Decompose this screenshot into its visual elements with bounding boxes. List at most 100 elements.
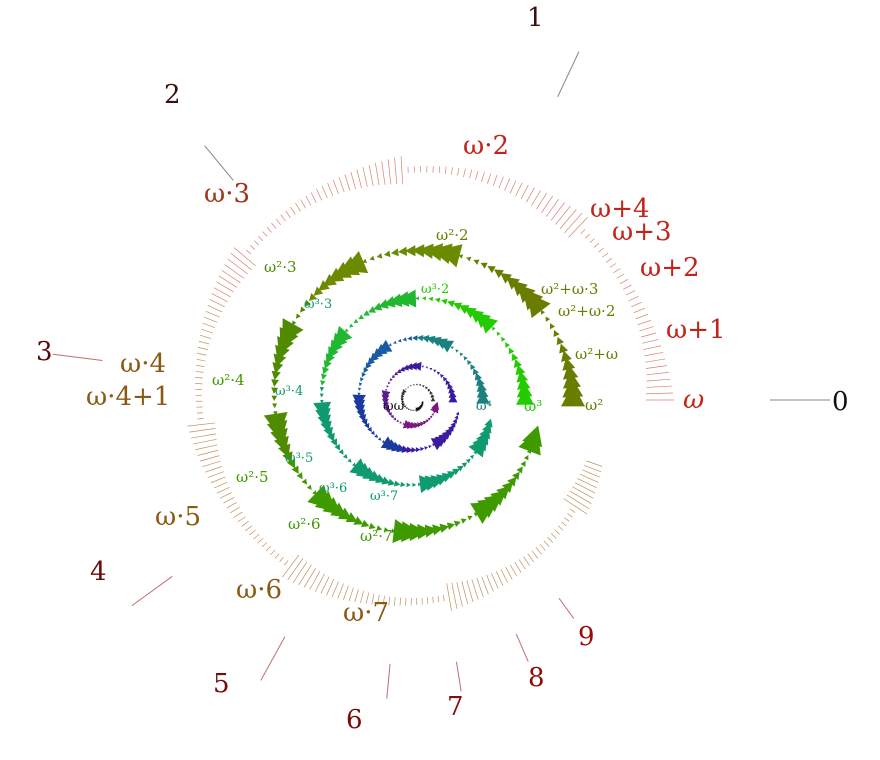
omega-tick <box>233 511 243 518</box>
omega-tick <box>582 469 600 478</box>
omega-inner-arrow <box>420 402 424 406</box>
omega-5th-arrow <box>391 374 396 379</box>
omega-cube-arrow <box>349 323 354 328</box>
omega-5th-arrow <box>396 368 402 373</box>
omega-sq-arrow <box>466 256 472 262</box>
label-omega-5: ω·5 <box>155 502 201 532</box>
omega-cube-arrow <box>394 480 401 487</box>
omega-5th-arrow <box>425 366 429 369</box>
omega-cube-arrow <box>434 297 441 303</box>
omega-cube-arrow <box>491 326 496 331</box>
omega-cube-arrow <box>415 296 419 301</box>
omega-cube-arrow <box>452 468 460 476</box>
omega-tick <box>463 168 466 178</box>
omega-tick <box>266 227 272 233</box>
omega-sq-arrow <box>271 395 278 401</box>
omega-cube-arrow <box>387 478 396 486</box>
omega-cube-arrow <box>323 359 332 369</box>
omega-tick <box>446 583 452 611</box>
omega-4th-arrow <box>358 382 363 387</box>
omega-4th-arrow <box>370 430 375 436</box>
label-3: 3 <box>36 337 53 367</box>
omega-5th-arrow <box>425 419 429 423</box>
omega-tick <box>523 556 530 566</box>
omega-tick <box>197 449 219 456</box>
omega-sq-arrow <box>337 507 352 520</box>
omega-tick <box>500 569 508 583</box>
omega-tick <box>360 590 364 604</box>
omega-tick <box>509 564 518 577</box>
omega-tick <box>237 516 246 523</box>
omega-4th-arrow <box>455 349 459 353</box>
omega-inner-arrow <box>415 383 418 386</box>
omega-tick <box>331 581 339 598</box>
label-omega-sq-7: ω²·7 <box>360 527 393 545</box>
omega-tick <box>253 534 260 540</box>
omega-4th-arrow <box>470 364 476 370</box>
omega-inner-arrow <box>400 395 405 399</box>
omega-5th-arrow <box>409 362 417 371</box>
omega-tick <box>631 301 642 308</box>
omega-tick <box>505 566 513 580</box>
omega-5th-arrow <box>414 422 420 429</box>
omega-tick <box>344 174 351 191</box>
omega-tick <box>609 262 617 268</box>
omega-sq-arrow <box>545 316 551 322</box>
omega-5th-arrow <box>399 366 406 372</box>
omega-sq-arrow <box>368 522 376 530</box>
omega-tick <box>642 338 659 344</box>
omega-cube-arrow <box>441 298 448 305</box>
omega-4th-arrow <box>364 422 370 429</box>
omega-5th-arrow <box>448 390 457 399</box>
omega-tick <box>195 370 204 373</box>
omega-tick <box>199 455 220 462</box>
omega-tick <box>580 229 586 235</box>
omega-tick <box>197 418 204 420</box>
omega-tick <box>362 167 368 187</box>
omega-sq-arrow <box>540 309 546 315</box>
finite-tick <box>386 663 391 699</box>
omega-tick <box>399 597 401 606</box>
omega-tick <box>249 245 255 250</box>
omega-cube-arrow <box>412 482 417 487</box>
omega-tick <box>343 585 349 600</box>
omega-4th-arrow <box>411 447 417 453</box>
omega-4th-arrow <box>357 392 361 396</box>
omega-tick <box>198 340 210 345</box>
omega-5th-arrow <box>412 361 422 371</box>
omega-cube-arrow <box>347 458 352 463</box>
omega-4th-arrow <box>393 340 397 344</box>
omega-tick <box>637 320 651 326</box>
omega-tick <box>275 218 281 226</box>
omega-tick <box>368 164 374 186</box>
omega-tick <box>209 299 225 308</box>
omega-sq-arrow <box>511 280 528 297</box>
label-omega-sq-3: ω²·3 <box>264 258 297 276</box>
omega-tick <box>557 525 564 531</box>
label-omega-cube-3: ω³·3 <box>304 297 332 312</box>
omega-tick <box>443 595 445 602</box>
omega-tick <box>400 156 404 185</box>
label-9: 9 <box>578 622 595 652</box>
omega-cube-arrow <box>458 305 470 315</box>
omega-tick <box>613 268 621 274</box>
omega-sq-arrow <box>460 518 467 524</box>
omega-tick <box>210 476 226 484</box>
omega-tick <box>469 169 473 179</box>
omega-4th-arrow <box>454 415 459 420</box>
omega-inner-arrow <box>409 384 412 387</box>
omega-tick <box>394 157 398 185</box>
label-omega-sq-2: ω²·2 <box>436 226 469 244</box>
omega-tick <box>531 190 541 206</box>
omega-tick <box>457 167 460 176</box>
omega-tick <box>211 293 228 303</box>
label-1: 1 <box>527 3 544 33</box>
omega-5th-arrow <box>420 421 425 427</box>
omega-cube-arrow <box>446 471 457 479</box>
label-omega-sq-plus-omega-3: ω²+ω·3 <box>541 280 598 298</box>
omega-sq-arrow <box>467 515 473 521</box>
omega-tick <box>305 195 312 206</box>
omega-5th-arrow <box>385 388 388 392</box>
omega-tick <box>271 222 277 229</box>
omega-5th-arrow <box>384 405 390 412</box>
